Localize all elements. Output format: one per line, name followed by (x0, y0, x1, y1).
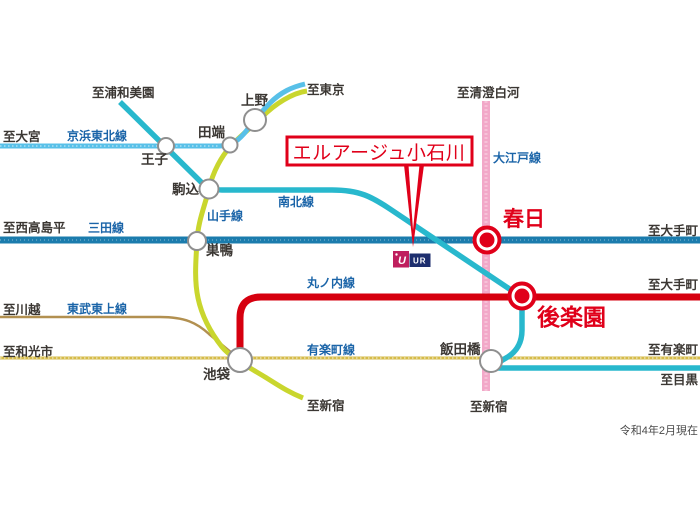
as-of-date-note: 令和4年2月現在 (620, 423, 698, 437)
endpoint-nishi-takashimadaira-label: 至西高島平 (3, 220, 66, 235)
station-komagome-label: 駒込 (172, 181, 199, 197)
yamanote-line-label: 山手線 (207, 208, 243, 223)
endpoint-meguro-label: 至目黒 (660, 373, 698, 387)
station-kasuga-label: 春日 (503, 207, 545, 231)
marunouchi-line-label: 丸ノ内線 (306, 275, 355, 290)
endpoint-omiya-label: 至大宮 (3, 129, 41, 144)
ur-logo-mark: U (398, 255, 407, 267)
endpoint-tokyo-label: 至東京 (307, 82, 345, 97)
tobu-tojo-line-path (0, 315, 234, 355)
station-sugamo-label: 巣鴨 (205, 242, 233, 258)
marunouchi-line-path (236, 293, 700, 349)
mita-line-label: 三田線 (88, 220, 124, 235)
station-kasuga-marker (472, 225, 502, 255)
ur-logo-icon: U UR (393, 251, 431, 268)
callout-arrow-inner (408, 165, 420, 230)
station-ikebukuro-marker (227, 347, 253, 373)
endpoint-shinjuku-oedo-label: 至新宿 (470, 399, 508, 414)
callout-box (285, 135, 474, 167)
keihin-tohoku-line-label: 京浜東北線 (67, 128, 127, 143)
station-oji-label: 王子 (141, 152, 168, 167)
station-korakuen-label: 後楽園 (537, 304, 606, 330)
namboku-line-label: 南北線 (278, 194, 314, 209)
station-sugamo-marker (187, 231, 207, 251)
station-tabata-label: 田端 (198, 124, 225, 140)
station-ikebukuro-label: 池袋 (203, 366, 230, 382)
endpoint-wakoshi-label: 至和光市 (3, 344, 54, 359)
station-ueno-marker (243, 108, 267, 132)
callout-label: エルアージュ小石川 (293, 142, 466, 164)
station-tabata-marker (221, 136, 239, 154)
endpoint-otemachi-marunouchi-label: 至大手町 (648, 277, 699, 292)
endpoint-urawa-misono-label: 至浦和美園 (92, 85, 155, 100)
station-iidabashi-marker (479, 349, 503, 373)
station-ueno-label: 上野 (241, 93, 268, 108)
yurakucho-line-label: 有楽町線 (307, 342, 355, 357)
endpoint-kawagoe-label: 至川越 (3, 302, 41, 317)
station-korakuen-marker (507, 281, 537, 311)
endpoint-shinjuku-yamanote-label: 至新宿 (307, 398, 345, 413)
tobu-tojo-line-label: 東武東上線 (67, 301, 127, 316)
endpoint-kiyosumi-shirakawa-label: 至清澄白河 (457, 85, 520, 100)
ur-logo-text: UR (413, 257, 427, 266)
endpoint-yurakucho-label: 至有楽町 (648, 342, 699, 357)
endpoint-otemachi-mita-label: 至大手町 (648, 223, 699, 238)
station-iidabashi-label: 飯田橋 (439, 341, 481, 357)
station-oji-marker (157, 137, 175, 155)
oedo-line-label: 大江戸線 (493, 150, 541, 165)
station-komagome-marker (198, 178, 220, 200)
